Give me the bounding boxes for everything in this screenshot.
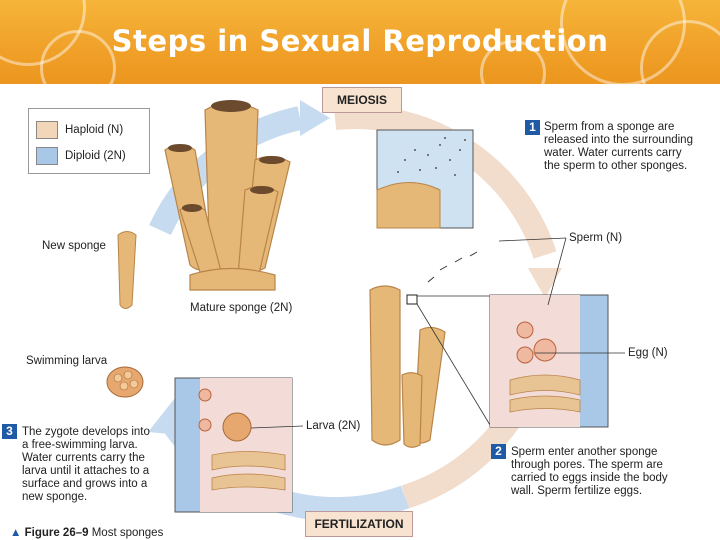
title-banner: Steps in Sexual Reproduction bbox=[0, 0, 720, 84]
new-sponge-illustration bbox=[117, 231, 137, 309]
new-sponge-label: New sponge bbox=[42, 240, 106, 252]
drifting-sperm bbox=[427, 251, 478, 283]
mature-sponge-illustration bbox=[164, 102, 291, 291]
legend-diploid-label: Diploid (2N) bbox=[65, 150, 126, 162]
larva-inset bbox=[174, 377, 293, 513]
fertilization-label: FERTILIZATION bbox=[305, 511, 413, 537]
leader-lines bbox=[250, 237, 625, 429]
legend-haploid-label: Haploid (N) bbox=[65, 124, 124, 136]
diploid-swatch bbox=[36, 147, 58, 165]
sponge-life-cycle-diagram bbox=[106, 100, 625, 522]
legend: Haploid (N) Diploid (2N) bbox=[28, 108, 150, 174]
haploid-swatch bbox=[36, 121, 58, 139]
figure-number: Figure 26–9 bbox=[24, 527, 89, 539]
egg-label: Egg (N) bbox=[628, 347, 668, 359]
page-title: Steps in Sexual Reproduction bbox=[111, 24, 609, 58]
figure-caption: ▲ Figure 26–9 Most sponges bbox=[10, 527, 163, 539]
larva-label: Larva (2N) bbox=[306, 420, 361, 432]
step-3-badge: 3 bbox=[2, 424, 17, 439]
cycle-arrowhead bbox=[528, 268, 562, 298]
figure-caption-text: Most sponges bbox=[91, 527, 164, 539]
receiving-sponge-illustration bbox=[369, 285, 446, 448]
cycle-arrowhead bbox=[300, 100, 330, 136]
sperm-label: Sperm (N) bbox=[569, 232, 623, 244]
swimming-larva-label: Swimming larva bbox=[26, 355, 108, 367]
swimming-larva-illustration bbox=[106, 366, 144, 398]
step-2-badge: 2 bbox=[491, 444, 506, 459]
mature-sponge-label: Mature sponge (2N) bbox=[190, 302, 293, 314]
sperm-release-inset bbox=[376, 129, 474, 229]
zoom-marker bbox=[406, 294, 418, 305]
triangle-icon: ▲ bbox=[10, 527, 22, 539]
body-wall-inset bbox=[489, 294, 609, 428]
meiosis-label: MEIOSIS bbox=[322, 87, 402, 113]
decorative-circle bbox=[40, 30, 116, 84]
step-1-badge: 1 bbox=[525, 120, 540, 135]
decorative-circle bbox=[640, 20, 720, 84]
sponge-openings bbox=[168, 100, 285, 212]
